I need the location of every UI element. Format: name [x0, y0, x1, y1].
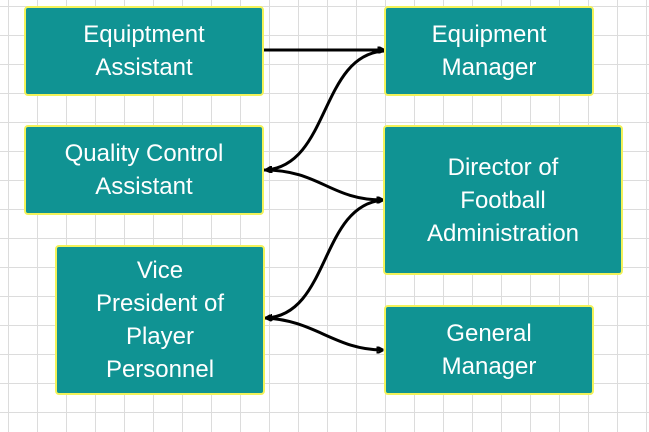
- node-label: Director of Football Administration: [426, 153, 580, 247]
- node-equiptment-assistant[interactable]: Equiptment Assistant: [24, 6, 264, 96]
- node-label: Equiptment Assistant: [83, 21, 205, 81]
- node-director-football-administration[interactable]: Director of Football Administration: [383, 125, 623, 275]
- edge-director-to-vp-player-personnel: [266, 198, 384, 318]
- node-label: General Manager: [441, 320, 537, 380]
- node-label: Equipment Manager: [431, 21, 547, 81]
- node-vp-player-personnel[interactable]: Vice President of Player Personnel: [55, 245, 265, 395]
- node-general-manager[interactable]: General Manager: [384, 305, 594, 395]
- edge-qc-assistant-to-director: [263, 168, 383, 200]
- node-label: Vice President of Player Personnel: [95, 257, 225, 383]
- edge-equipment-manager-to-qc-assistant: [266, 49, 385, 170]
- node-quality-control-assistant[interactable]: Quality Control Assistant: [24, 125, 264, 215]
- edge-vp-player-personnel-to-general-manager: [264, 316, 383, 350]
- node-equipment-manager[interactable]: Equipment Manager: [384, 6, 594, 96]
- node-label: Quality Control Assistant: [64, 140, 224, 200]
